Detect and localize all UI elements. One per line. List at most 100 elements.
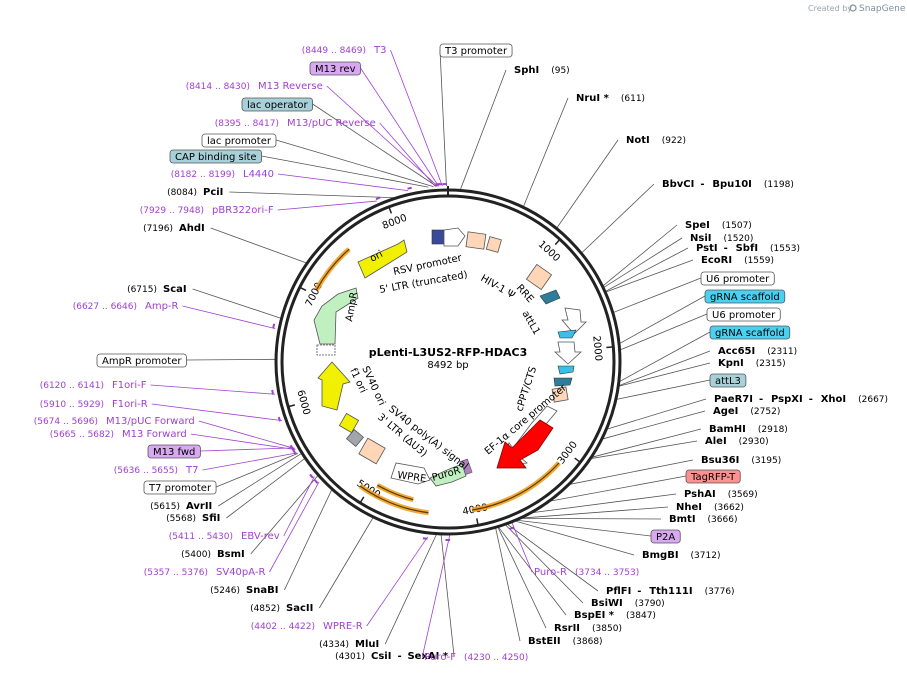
ring-tick-label: 6000 [294, 389, 311, 416]
primer-amp-r[interactable]: (6627 .. 6646)Amp-R [73, 301, 179, 312]
lac-promoter-rect [201, 133, 277, 148]
grna-feature-1[interactable] [557, 329, 577, 339]
tagrfp-t-box[interactable]: TagRFP-T [685, 469, 741, 484]
enzyme-site-sacii[interactable]: (4852)SacII [250, 603, 313, 614]
u6-feature-2[interactable] [553, 341, 583, 365]
grna-scaffold-box[interactable]: gRNA scaffold [704, 289, 786, 304]
primer-sv40pa-r[interactable]: (5357 .. 5376)SV40pA-R [144, 567, 266, 578]
primer-t7[interactable]: (5636 .. 5655)T7 [114, 465, 199, 476]
enzyme-site-noti[interactable]: NotI(922) [626, 135, 686, 146]
enzyme-site-nsii[interactable]: NsiI(1520) [690, 233, 753, 244]
plasmid-size: 8492 bp [427, 360, 468, 371]
tagrfp-t-label: TagRFP-T [690, 472, 736, 483]
enzyme-site-pcii[interactable]: (8084)PciI [167, 187, 223, 198]
enzyme-site-rsrii[interactable]: RsrII(3850) [554, 623, 622, 634]
enzyme-site-agei[interactable]: AgeI(2752) [713, 406, 780, 417]
attl1-feature[interactable] [539, 289, 561, 305]
ori-feature[interactable] [357, 239, 408, 279]
cap-binding-site-box[interactable]: CAP binding site [169, 149, 262, 164]
ampr-promoter-feature[interactable] [316, 344, 336, 356]
ltr5-feature[interactable] [465, 231, 487, 250]
t3-promoter-box[interactable]: T3 promoter [439, 43, 513, 58]
t7-promoter-box[interactable]: T7 promoter [143, 480, 217, 495]
primer-ebv-rev[interactable]: (5411 .. 5430)EBV-rev [169, 531, 280, 542]
tagrfp-feature[interactable] [496, 419, 554, 469]
lac-operator-box[interactable]: lac operator [241, 97, 313, 112]
primer-bar [313, 479, 319, 484]
enzyme-site-bmgbi[interactable]: BmgBI(3712) [642, 550, 720, 561]
primer-wpre-r[interactable]: (4402 .. 4422)WPRE-R [251, 621, 363, 632]
enzyme-site-bsmi[interactable]: (5400)BsmI [181, 549, 245, 560]
primer-t3[interactable]: (8449 .. 8469)T3 [302, 45, 387, 56]
grna-feature-2[interactable] [557, 365, 575, 375]
leader-line [519, 506, 669, 519]
enzyme-site-psti-sbfi[interactable]: PstI-SbfI(1553) [696, 243, 800, 254]
enzyme-site-mlui[interactable]: (4334)MluI [319, 639, 379, 650]
enzyme-site-paer7i-pspxi-xhoi[interactable]: PaeR7I-PspXI-XhoI(2667) [714, 394, 888, 405]
rre-feature[interactable] [525, 263, 553, 291]
enzyme-site-bspei[interactable]: BspEI *(3847) [574, 610, 656, 621]
enzyme-site-snabi[interactable]: (5246)SnaBI [210, 585, 278, 596]
hiv-psi-feature[interactable] [485, 236, 502, 253]
primer-puro-f[interactable]: Puro-F(4230 .. 4250) [424, 652, 528, 663]
ltr3-feature[interactable] [358, 437, 386, 465]
enzyme-site-alei[interactable]: AleI(2930) [705, 436, 769, 447]
primer-pbr322ori-f[interactable]: (7929 .. 7948)pBR322ori-F [140, 205, 274, 216]
enzyme-site-ecori[interactable]: EcoRI(1559) [701, 255, 774, 266]
lac-promoter-box[interactable]: lac promoter [201, 133, 277, 148]
grna-scaffold-rect [709, 325, 791, 340]
enzyme-site-scai[interactable]: (6715)ScaI [127, 284, 187, 295]
m13-rev-box[interactable]: M13 rev [309, 61, 361, 76]
m13-fwd-box[interactable]: M13 fwd [147, 444, 201, 459]
enzyme-site-acc65i[interactable]: Acc65I(2311) [718, 346, 797, 357]
primer-puro-r[interactable]: Puro-R(3734 .. 3753) [534, 567, 639, 578]
cppt-feature[interactable] [551, 386, 569, 403]
u6-feature-1[interactable] [561, 307, 587, 335]
rsv-promoter-feature[interactable] [443, 227, 466, 247]
enzyme-site-nrui[interactable]: NruI *(611) [576, 93, 645, 104]
p2a-box[interactable]: P2A [650, 529, 681, 544]
leader-line [390, 49, 443, 187]
sv40pa-feature[interactable] [345, 428, 365, 448]
enzyme-site-spei[interactable]: SpeI(1507) [685, 220, 752, 231]
enzyme-site-bmti[interactable]: BmtI(3666) [669, 514, 737, 525]
enzyme-site-ahdi[interactable]: (7196)AhdI [143, 223, 205, 234]
enzyme-site-sphi[interactable]: SphI(95) [514, 65, 570, 76]
enzyme-site-bsiwi[interactable]: BsiWI(3790) [591, 598, 665, 609]
enzyme-site-bsteii[interactable]: BstEII(3868) [528, 636, 603, 647]
ampr-feature[interactable] [313, 287, 359, 345]
ampr-promoter-box[interactable]: AmpR promoter [96, 353, 187, 368]
primer-m13-reverse[interactable]: (8414 .. 8430)M13 Reverse [186, 81, 323, 92]
primer-m13-puc-forward[interactable]: (5674 .. 5696)M13/pUC Forward [34, 416, 195, 427]
puror-feature[interactable] [429, 463, 467, 487]
primer-f1ori-f[interactable]: (6120 .. 6141)F1ori-F [40, 380, 147, 391]
u6-promoter-box[interactable]: U6 promoter [700, 271, 775, 286]
enzyme-site-bsu36i[interactable]: Bsu36I(3195) [701, 455, 781, 466]
u6-promoter-label: U6 promoter [712, 310, 776, 321]
primer-m13-puc-reverse[interactable]: (8395 .. 8417)M13/pUC Reverse [215, 118, 376, 129]
enzyme-site-csii-sexai[interactable]: (4301)CsiI-SexAI * [335, 651, 449, 662]
enzyme-site-pshai[interactable]: PshAI(3569) [684, 489, 758, 500]
primer-l4440[interactable]: (8182 .. 8199)L4440 [171, 169, 274, 180]
leader-lines [150, 49, 711, 658]
enzyme-position: (3776) [705, 587, 735, 597]
u6-promoter-box[interactable]: U6 promoter [706, 307, 781, 322]
attl3-feature[interactable] [553, 377, 573, 387]
enzyme-site-sfii[interactable]: (5568)SfiI [166, 513, 220, 524]
sv40ori-feature[interactable] [338, 412, 360, 434]
enzyme-site-pflfi-tth111i[interactable]: PflFI-Tth111I(3776) [606, 586, 735, 597]
primer-f1ori-r[interactable]: (5910 .. 5929)F1ori-R [40, 399, 148, 410]
primer-m13-forward[interactable]: (5665 .. 5682)M13 Forward [50, 429, 187, 440]
enzyme-site-avrii[interactable]: (5615)AvrII [150, 501, 212, 512]
attl3-box[interactable]: attL3 [709, 373, 747, 388]
enzyme-site-nhei[interactable]: NheI(3662) [676, 502, 744, 513]
m13-rev-rect [309, 61, 361, 76]
enzyme-site-bbvci-bpu10i[interactable]: BbvCI-Bpu10I(1198) [662, 179, 794, 190]
primer-position: (5357 .. 5376) [144, 568, 208, 578]
enzyme-site-bamhi[interactable]: BamHI(2918) [709, 424, 788, 435]
f1ori-feature[interactable] [317, 361, 351, 411]
leader-line [440, 533, 455, 657]
wpre-feature[interactable] [390, 462, 431, 485]
enzyme-site-kpni[interactable]: KpnI(2315) [718, 358, 786, 369]
grna-scaffold-box[interactable]: gRNA scaffold [709, 325, 791, 340]
